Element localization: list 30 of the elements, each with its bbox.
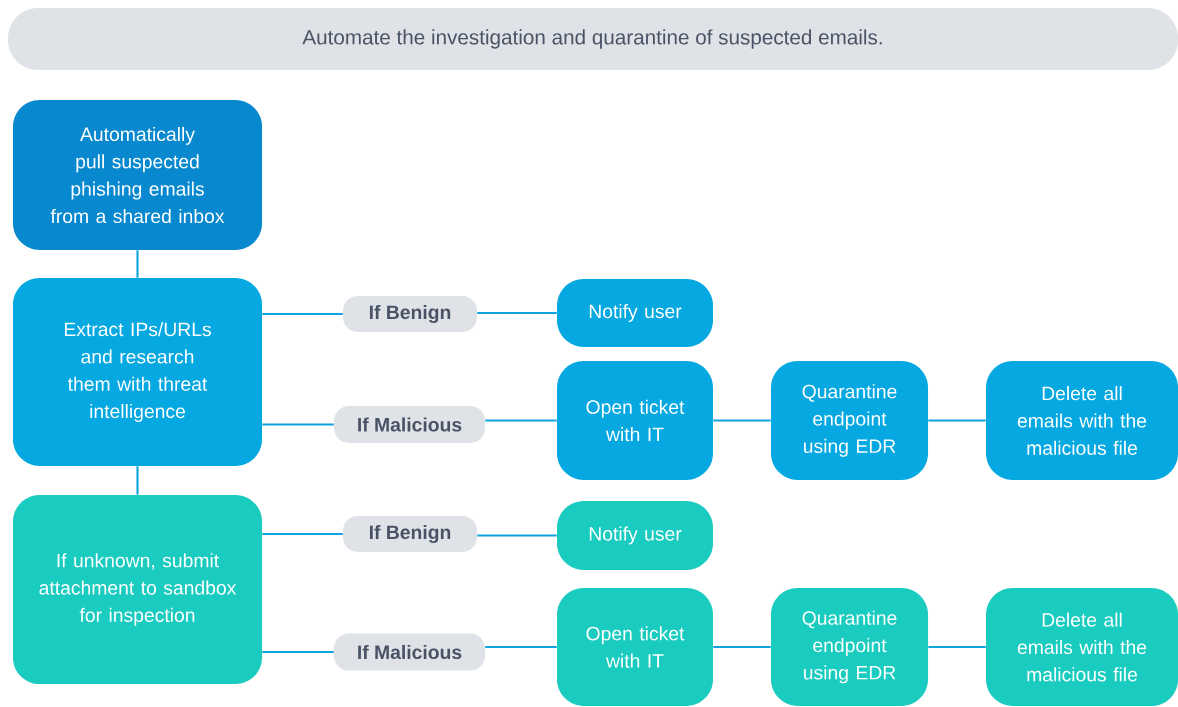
- connector-line: [477, 311, 557, 315]
- condition-pill: If Benign: [343, 296, 477, 332]
- connector-line: [262, 423, 334, 426]
- process-box: Open ticket with IT: [557, 588, 713, 706]
- connector-line: [262, 312, 343, 316]
- process-box: Delete all emails with the malicious file: [986, 588, 1178, 706]
- process-box: Automatically pull suspected phishing emails from a shared inbox: [12, 100, 263, 250]
- connector-line: [928, 645, 986, 649]
- connector-line: [262, 532, 343, 536]
- connector-line: [262, 650, 334, 654]
- connector-line: [713, 419, 771, 422]
- process-box: Quarantine endpoint using EDR: [770, 361, 929, 480]
- condition-pill: If Malicious: [334, 405, 485, 444]
- title-banner: Automate the investigation and quarantine of suspected emails.: [8, 8, 1178, 70]
- connector-line: [928, 419, 986, 422]
- process-box: Open ticket with IT: [557, 361, 713, 480]
- process-box: Quarantine endpoint using EDR: [770, 588, 929, 706]
- connector-line: [477, 534, 557, 537]
- process-box: Extract IPs/URLs and research them with threat intelligence: [12, 278, 263, 466]
- process-box: Notify user: [557, 500, 713, 571]
- connector-line: [136, 466, 139, 495]
- connector-line: [485, 645, 557, 649]
- connector-line: [713, 645, 771, 649]
- condition-pill: If Benign: [343, 516, 477, 552]
- process-box: Notify user: [557, 279, 713, 347]
- process-box: If unknown, submit attachment to sandbox for inspection: [12, 494, 263, 685]
- condition-pill: If Malicious: [334, 633, 485, 671]
- process-box: Delete all emails with the malicious file: [986, 361, 1178, 480]
- connector-line: [136, 250, 139, 278]
- connector-line: [485, 419, 557, 422]
